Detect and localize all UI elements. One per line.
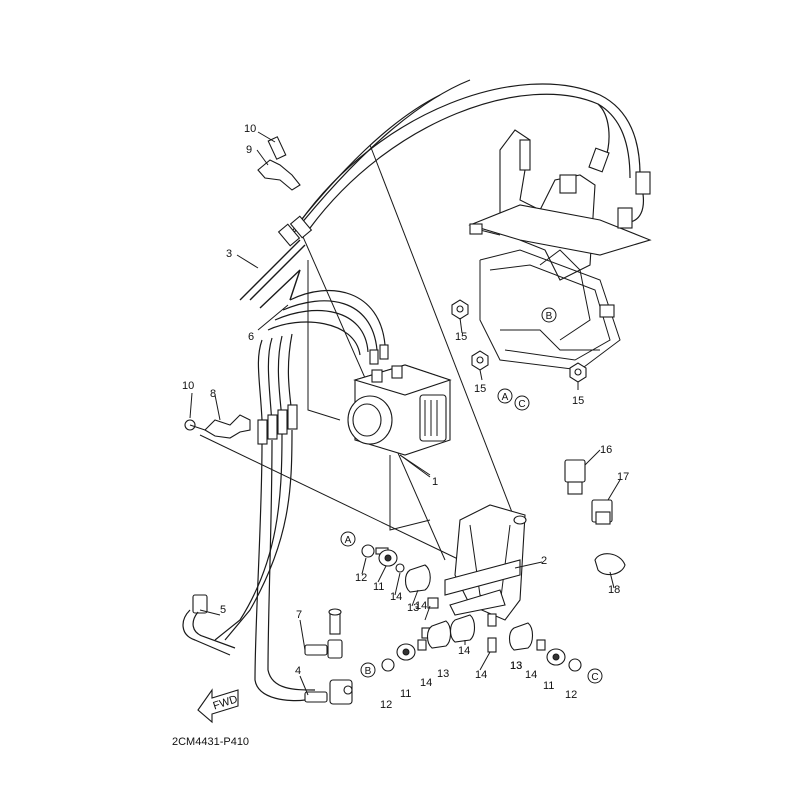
guide-line-1 [369,144,516,521]
callout-7: 7 [296,609,302,621]
callout-13: 13 [407,602,419,614]
callout-12: 12 [355,572,367,584]
bracket-8 [184,414,251,439]
damper-set-lower-left [381,620,452,672]
leader-lines [189,131,621,696]
callout-14: 14 [458,645,470,657]
svg-text:C: C [518,399,525,410]
svg-text:B: B [546,311,553,322]
callout-17: 17 [617,471,629,483]
fwd-arrow-icon: FWD [197,688,239,724]
abs-hydraulic-unit [347,364,452,476]
sensor-17 [591,499,613,525]
callout-15: 15 [572,395,584,407]
callout-16: 16 [600,444,612,456]
brake-pipe-3 [239,215,313,309]
callout-13: 13 [437,668,449,680]
damper-set-center [421,597,497,653]
nut-15-b [471,350,489,371]
callout-14: 14 [525,669,537,681]
pipe-fittings-cluster [214,404,316,702]
damper-set-upper-left [361,544,431,593]
ref-circle-b-upper: B [541,307,557,323]
brake-hose-upper [284,79,651,241]
bolt-9-10-top [257,136,301,191]
callout-13: 13 [510,660,522,672]
callout-1: 1 [432,476,438,488]
callout-14: 14 [475,669,487,681]
callout-4: 4 [295,665,301,677]
callout-10: 10 [244,123,256,135]
frame-bracket [468,129,652,371]
hose-fitting-7 [304,608,343,659]
svg-text:C: C [591,672,598,683]
sensor-16 [564,459,586,495]
callout-11: 11 [543,680,554,692]
guide-box-bottom [389,455,431,531]
callout-9: 9 [246,144,252,156]
callout-5: 5 [220,604,226,616]
callout-18: 18 [608,584,620,596]
hose-fitting-4 [304,679,353,705]
callout-10: 10 [182,380,194,392]
clip-18 [594,553,626,576]
callout-14: 14 [420,677,432,689]
drawing-code: 2CM4431-P410 [172,736,249,748]
callout-6: 6 [248,331,254,343]
callout-8: 8 [210,388,216,400]
ref-circle-a-lower: A [340,531,356,547]
svg-text:B: B [365,666,372,677]
ref-circle-a-upper: A [497,388,513,404]
abs-bracket-2 [444,504,527,621]
guide-line-3 [199,434,461,561]
callout-12: 12 [380,699,392,711]
nut-15-c [569,362,587,383]
callout-3: 3 [226,248,232,260]
guide-box-left [307,260,341,421]
callout-11: 11 [373,581,384,593]
svg-text:A: A [345,535,352,546]
callout-13: 13 [510,660,522,672]
brake-hose-5 [182,594,236,656]
damper-set-right [508,622,582,672]
callout-2: 2 [541,555,547,567]
nut-15-a [451,299,469,320]
callout-15: 15 [455,331,467,343]
callout-11: 11 [400,688,411,700]
callout-labels: 10 9 3 6 10 8 1 15 15 15 16 17 2 18 12 1… [182,123,629,711]
svg-text:A: A [502,392,509,403]
callout-15: 15 [474,383,486,395]
callout-12: 12 [565,689,577,701]
callout-14: 14 [390,591,402,603]
ref-circle-c-lower: C [587,668,603,684]
ref-circle-c-upper: C [514,395,530,411]
ref-circle-b-lower: B [360,662,376,678]
callout-14: 14 [415,600,427,612]
